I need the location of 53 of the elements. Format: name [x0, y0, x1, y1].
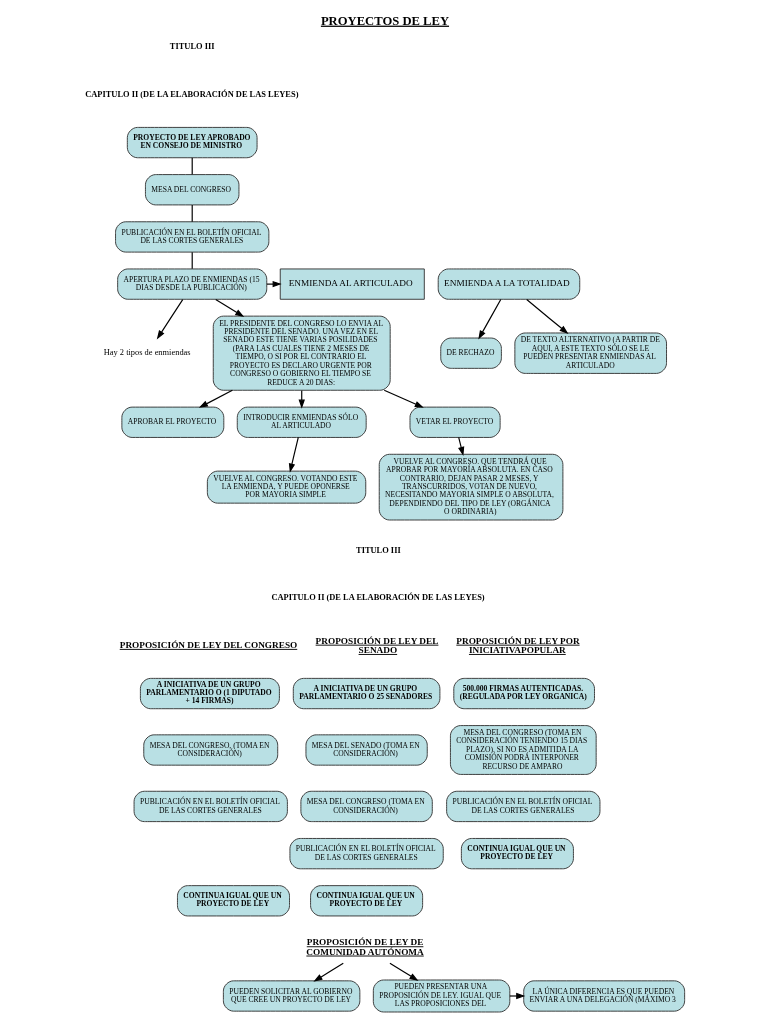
arrow [265, 280, 282, 288]
node-box: PUEDEN PRESENTAR UNA PROPOSICIÓN DE LEY. IGUAL QUE LAS PROPOSICIONES DEL [372, 979, 510, 1013]
node-box: VETAR EL PROYECTO [409, 406, 501, 438]
node-box: CONTINUA IGUAL QUE UN PROYECTO DE LEY [309, 885, 423, 917]
node-box: PUEDEN SOLICITAR AL GOBIERNO QUE CREE UN PROYECTO DE LEY [222, 980, 360, 1012]
node-box: PUBLICACIÓN EN EL BOLETÍN OFICIAL DE LAS CORTES GENERALES [114, 221, 269, 253]
label: PROPOSICIÓN DE LEY DEL CONGRESO [119, 639, 297, 650]
node-box: APROBAR EL PROYECTO [120, 406, 224, 438]
node-box: VUELVE AL CONGRESO. QUE TENDRÁ QUE APROBAR POR MAYORÍA ABSOLUTA. EN CASO CONTRARIO, DEJAN PASAR 2 MESES, Y TRANSCURRIDOS, VOTAN DE NUEVO, NECESITANDO MAYORIA SIMPLE O ABSOLUTA, DEPENDIENDO DEL TIPO DE LEY (ORGÁNICA O ORDINARIA) [378, 453, 563, 521]
node-box: MESA DEL CONGRESO, (TOMA EN CONSIDERACIÓN) [142, 734, 278, 766]
node-box: MESA DEL SENADO (TOMA EN CONSIDERACIÓN) [304, 734, 428, 766]
node-box: ENMIENDA AL ARTICULADO [279, 268, 425, 300]
diagram-title: PROYECTOS DE LEY [320, 13, 449, 28]
arrow [214, 298, 244, 317]
node-text: Hay 2 tipos de enmiendas [103, 347, 191, 358]
arrow [477, 299, 501, 340]
node-box: PUBLICACIÓN EN EL BOLETÍN OFICIAL DE LAS CORTES GENERALES [288, 838, 444, 870]
node-box: MESA DEL CONGRESO (TOMA EN CONSIDERACIÓN) [299, 790, 433, 823]
node-box: MESA DEL CONGRESO (TOMA EN CONSIDERACIÓN TENIENDO 15 DIAS PLAZO). SI NO ES ADMITIDA LA COMISIÓN PODRÁ INTERPONER RECURSO DE AMPARO [449, 725, 597, 775]
label: TITULO III [169, 41, 215, 52]
node-box: VUELVE AL CONGRESO. VOTANDO ESTE LA ENMIENDA, Y PUEDE OPONERSE POR MAYORIA SIMPLE [206, 470, 366, 504]
node-box: 500.000 FIRMAS AUTENTICADAS. (REGULADA POR LEY ORGANICA) [452, 677, 595, 710]
node-box: CONTINUA IGUAL QUE UN PROYECTO DE LEY [460, 838, 574, 870]
node-box: APERTURA PLAZO DE ENMIENDAS (15 DIAS DESDE LA PUBLICACIÓN) [116, 268, 267, 300]
label: PROPOSICIÓN DE LEY DEL SENADO [315, 635, 438, 655]
label: TITULO III [355, 545, 401, 556]
arrow [312, 962, 344, 982]
label: PROPOSICIÓN DE LEY POR INICIATIVAPOPULAR [455, 635, 580, 655]
node-box: EL PRESIDENTE DEL CONGRESO LO ENVIA AL PRESIDENTE DEL SENADO. UNA VEZ EN EL SENADO ESTE TIENE VARIAS POSILIDADES (PARA LAS CUALES TIENE 2 MESES DE TIEMPO, O SI POR EL CONTRARIO EL PROYECTO ES DECLARO URGENTE POR CONGRESO O GOBIERNO EL TIEMPO SE REDUCE A 20 DIAS: [212, 315, 391, 391]
arrow [198, 389, 233, 408]
label: CAPITULO II (DE LA ELABORACIÓN DE LAS LEYES) [84, 88, 298, 99]
arrow [525, 299, 568, 335]
node-box: A INICIATIVA DE UN GRUPO PARLAMENTARIO O 25 SENADORES [292, 677, 440, 710]
arrow [388, 962, 418, 981]
arrow [298, 389, 305, 409]
node-box: INTRODUCIR ENMIENDAS SÓLO AL ARTICULADO [236, 406, 367, 438]
node-box: PUBLICACIÓN EN EL BOLETÍN OFICIAL DE LAS CORTES GENERALES [445, 790, 600, 823]
arrow [383, 389, 424, 408]
arrow [156, 299, 183, 340]
node-box: DE RECHAZO [439, 337, 502, 369]
node-box: A INICIATIVA DE UN GRUPO PARLAMENTARIO O (1 DIPUTADO + 14 FIRMAS) [139, 677, 280, 710]
node-box: PROYECTO DE LEY APROBADO EN CONSEJO DE MINISTRO [126, 126, 258, 159]
node-text: PROPOSICIÓN DE LEY DE COMUNIDAD AUTÓNOMA [305, 937, 424, 957]
arrow [288, 436, 299, 473]
node-box: PUBLICACIÓN EN EL BOLETÍN OFICIAL DE LAS CORTES GENERALES [133, 790, 288, 823]
node-box: DE TEXTO ALTERNATIVO (A PARTIR DE AQUI, A ESTE TEXTO SÓLO SE LE PUEDEN PRESENTAR ENMIENDAS AL ARTICULADO [513, 332, 667, 374]
arrow [508, 992, 525, 1000]
node-box: CONTINUA IGUAL QUE UN PROYECTO DE LEY [176, 885, 290, 917]
node-box: MESA DEL CONGRESO [144, 174, 239, 206]
label: CAPITULO II (DE LA ELABORACIÓN DE LAS LEYES) [270, 592, 485, 603]
arrow [457, 436, 464, 456]
node-box: ENMIENDA A LA TOTALIDAD [437, 268, 580, 300]
node-box: LA ÚNICA DIFERENCIA ES QUE PUEDEN ENVIAR A UNA DELEGACIÓN (MÁXIMO 3 [522, 980, 685, 1012]
